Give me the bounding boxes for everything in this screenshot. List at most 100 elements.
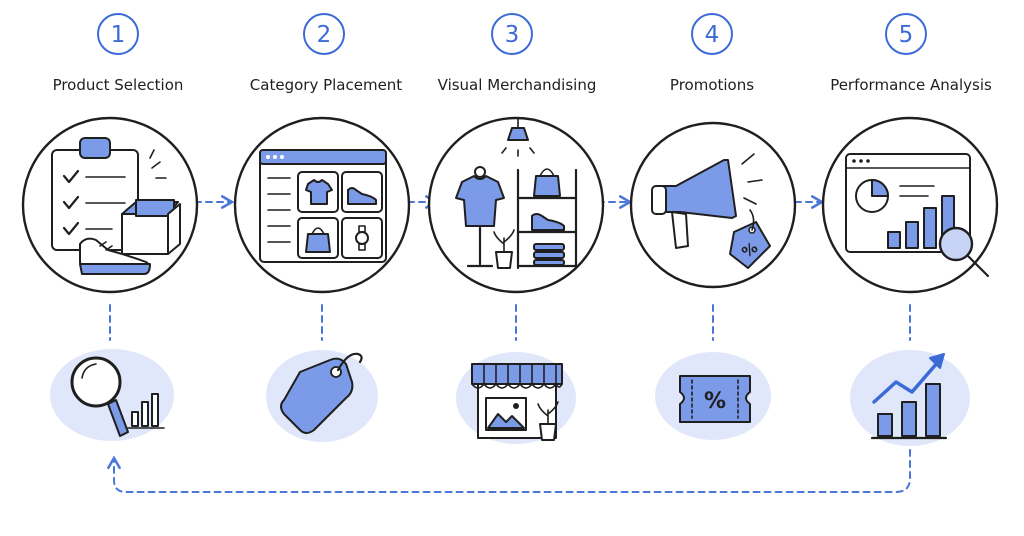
sneaker-sole — [79, 263, 151, 275]
plant-pot-icon — [495, 251, 513, 269]
box-icon — [121, 213, 169, 255]
bar-icon — [151, 393, 159, 427]
watch-strap — [358, 225, 366, 233]
tag-string — [749, 209, 755, 231]
step-number-badge — [303, 13, 345, 55]
percent-sign: % — [704, 389, 726, 414]
check-icon — [62, 195, 80, 210]
magnifier-handle — [107, 399, 129, 437]
step-number: 2 — [317, 22, 332, 48]
step-title: Visual Merchandising — [438, 76, 597, 94]
product-selection-icon — [21, 116, 199, 294]
storefront-sub-icon — [456, 352, 576, 444]
handbag-icon — [533, 175, 561, 197]
bar-icon — [923, 207, 937, 249]
handbag-handle — [539, 168, 555, 177]
awning-icon — [471, 363, 563, 385]
window-dot — [852, 159, 856, 163]
discount-tag-icon — [729, 221, 771, 269]
bar-icon — [131, 411, 139, 427]
tag-string — [336, 352, 363, 372]
browser-titlebar — [259, 149, 387, 165]
window-dot — [859, 159, 863, 163]
feedback-loop-arrow — [107, 449, 911, 493]
magnifier-handle — [966, 254, 990, 278]
watch-strap — [358, 243, 366, 251]
window-dot — [266, 155, 270, 159]
price-tag-sub-icon — [266, 350, 378, 442]
step-number-badge — [885, 13, 927, 55]
pie-slice — [871, 179, 889, 197]
window-dot — [273, 155, 277, 159]
step-title: Category Placement — [250, 76, 403, 94]
sun — [513, 403, 519, 409]
folded-clothes-icon — [533, 251, 565, 259]
plant-leaves — [537, 401, 559, 425]
sparkle-icon — [149, 149, 167, 179]
ceiling-lamp-icon — [507, 127, 529, 141]
folded-clothes-icon — [533, 259, 565, 266]
step-number: 4 — [705, 22, 720, 48]
sound-waves — [741, 153, 763, 205]
dashboard-window-icon — [845, 153, 971, 253]
light-rays — [501, 147, 535, 157]
arrow-head — [929, 353, 945, 369]
handbag-icon — [305, 233, 331, 253]
step-5: 5 Performance Analysis — [830, 13, 992, 94]
tshirt-icon — [305, 179, 333, 205]
watch-icon — [355, 231, 369, 245]
bar-icon — [877, 413, 893, 437]
sneaker-icon — [347, 187, 377, 205]
plant-pot-icon — [539, 423, 557, 441]
check-icon — [62, 169, 80, 184]
step-4: 4 Promotions — [670, 13, 754, 94]
step-1: 1 Product Selection — [53, 13, 184, 94]
step-number-badge — [97, 13, 139, 55]
laces — [99, 241, 113, 251]
magnifier-icon — [938, 226, 974, 262]
clipboard-clip-icon — [79, 137, 111, 159]
step-2: 2 Category Placement — [250, 13, 403, 94]
awning-scallop — [471, 383, 563, 389]
step-number-badge — [491, 13, 533, 55]
window-dot — [866, 159, 870, 163]
mannequin-head — [474, 166, 486, 178]
check-icon — [62, 221, 80, 236]
ticket-icon — [679, 375, 751, 423]
performance-analysis-icon — [821, 116, 999, 294]
step-number: 5 — [899, 22, 914, 48]
handbag-handle — [311, 227, 325, 235]
category-placement-icon — [233, 116, 411, 294]
bar-icon — [925, 383, 941, 437]
bar-icon — [901, 401, 917, 437]
folded-clothes-icon — [533, 243, 565, 251]
bar-icon — [887, 231, 901, 249]
megaphone-handle — [671, 211, 689, 249]
megaphone-mouth — [651, 185, 667, 215]
discount-ticket-sub-icon: % — [655, 352, 771, 440]
lens-shine — [81, 363, 97, 379]
step-number: 3 — [505, 22, 520, 48]
step-title: Performance Analysis — [830, 76, 992, 94]
magnifier-icon — [70, 356, 122, 408]
step-number-badge — [691, 13, 733, 55]
window-dot — [280, 155, 284, 159]
trend-arrow-icon — [872, 360, 940, 404]
step-title: Promotions — [670, 76, 754, 94]
awning-stripes — [483, 363, 557, 385]
research-sub-icon — [50, 349, 174, 441]
megaphone-icon — [659, 159, 737, 219]
bar-icon — [141, 401, 149, 427]
step-number: 1 — [111, 22, 126, 48]
growth-chart-sub-icon — [850, 350, 970, 446]
sneaker-icon — [531, 213, 565, 231]
mountain-image — [487, 413, 525, 429]
visual-merchandising-icon — [427, 116, 605, 294]
bar-icon — [905, 221, 919, 249]
box-side-icon — [167, 203, 181, 255]
mannequin-shirt-icon — [455, 175, 505, 227]
promotions-icon: % — [629, 121, 797, 289]
step-3: 3 Visual Merchandising — [438, 13, 597, 94]
step-title: Product Selection — [53, 76, 184, 94]
